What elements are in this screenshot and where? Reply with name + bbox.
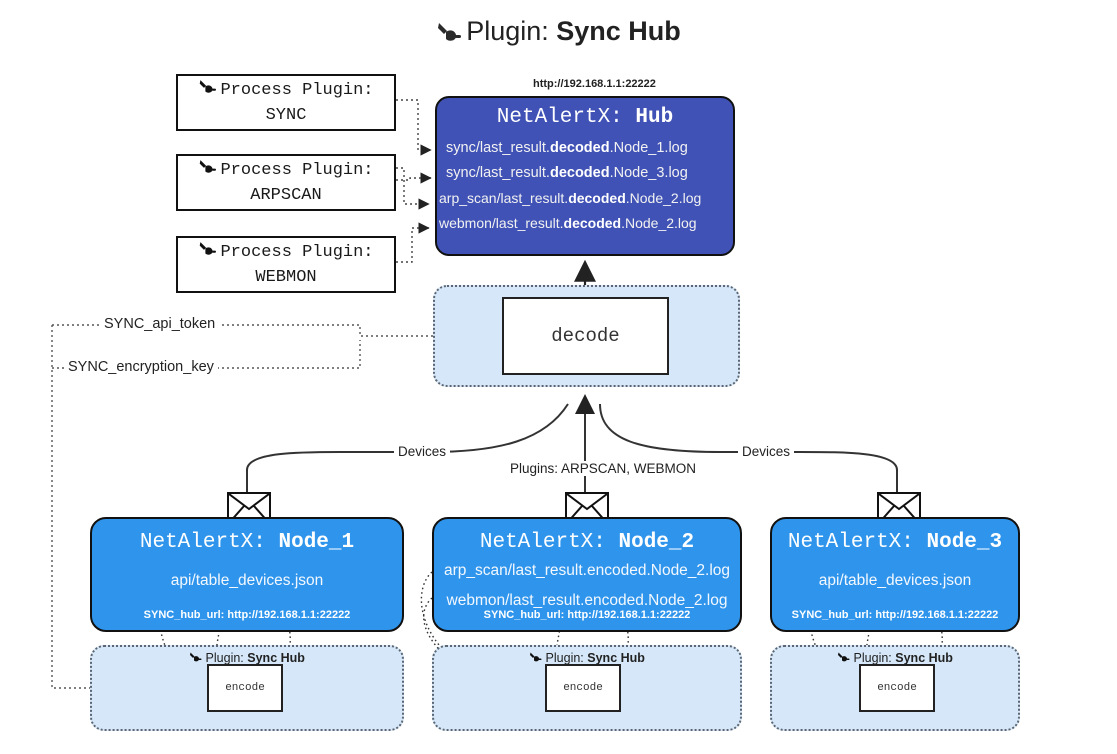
encode-box-node-3[interactable]: encode	[859, 664, 935, 712]
plug-icon	[198, 158, 217, 184]
process-plugin-label: Process Plugin:	[220, 160, 374, 180]
encode-plugin-title: Plugin: Sync Hub	[434, 651, 740, 665]
plug-icon	[198, 240, 217, 266]
node-header: NetAlertX: Node_1	[92, 531, 402, 554]
secret-label-api-token: SYNC_api_token	[100, 316, 220, 332]
node-hub-url: SYNC_hub_url: http://192.168.1.1:22222	[791, 609, 999, 621]
edge-label-plugins: Plugins: ARPSCAN, WEBMON	[506, 461, 701, 476]
hub-log-line: arp_scan/last_result.decoded.Node_2.log	[439, 190, 702, 206]
process-plugin-sync[interactable]: Process Plugin: SYNC	[176, 74, 396, 131]
plug-icon	[436, 20, 462, 51]
encode-plugin-prefix: Plugin:	[205, 651, 244, 665]
process-plugin-arpscan[interactable]: Process Plugin: ARPSCAN	[176, 154, 396, 211]
node-payload-line: api/table_devices.json	[818, 572, 972, 589]
encode-plugin-name: Sync Hub	[587, 651, 645, 665]
node-hub-url: SYNC_hub_url: http://192.168.1.1:22222	[143, 609, 351, 621]
plug-icon	[198, 78, 217, 104]
hub-header-name: Hub	[635, 106, 674, 129]
node-card-node-3[interactable]: NetAlertX: Node_3 api/table_devices.json…	[770, 517, 1020, 632]
hub-log-line: sync/last_result.decoded.Node_3.log	[446, 165, 688, 181]
plug-icon	[189, 651, 205, 665]
node-card-node-2[interactable]: NetAlertX: Node_2 arp_scan/last_result.e…	[432, 517, 742, 632]
node-header-name: Node_1	[278, 531, 355, 554]
process-plugin-label: Process Plugin:	[220, 80, 374, 100]
hub-header-prefix: NetAlertX:	[496, 106, 623, 129]
node-header-prefix: NetAlertX:	[479, 531, 606, 554]
decode-box[interactable]: decode	[502, 297, 669, 375]
node-payload-line: api/table_devices.json	[170, 572, 324, 589]
process-plugin-name: WEBMON	[255, 267, 317, 287]
node-header-name: Node_2	[618, 531, 695, 554]
node-header-name: Node_3	[926, 531, 1003, 554]
hub-log-line: webmon/last_result.decoded.Node_2.log	[439, 215, 697, 231]
hub-url-label: http://192.168.1.1:22222	[533, 78, 656, 90]
node-header: NetAlertX: Node_2	[434, 531, 740, 554]
hub-log-line: sync/last_result.decoded.Node_1.log	[446, 140, 688, 156]
hub-header: NetAlertX: Hub	[437, 106, 733, 129]
process-plugin-webmon[interactable]: Process Plugin: WEBMON	[176, 236, 396, 293]
node-payload-line: arp_scan/last_result.encoded.Node_2.log	[443, 562, 731, 579]
encode-plugin-title: Plugin: Sync Hub	[772, 651, 1018, 665]
node-payload-line: webmon/last_result.encoded.Node_2.log	[446, 592, 728, 609]
edge-label-devices-right: Devices	[738, 444, 795, 459]
encode-plugin-name: Sync Hub	[247, 651, 305, 665]
title-name: Sync Hub	[556, 16, 681, 46]
encode-plugin-prefix: Plugin:	[545, 651, 584, 665]
node-hub-url: SYNC_hub_url: http://192.168.1.1:22222	[483, 609, 691, 621]
node-header: NetAlertX: Node_3	[772, 531, 1018, 554]
secret-label-encryption-key: SYNC_encryption_key	[64, 359, 218, 375]
plug-icon	[529, 651, 545, 665]
plug-icon	[837, 651, 853, 665]
encode-box-node-1[interactable]: encode	[207, 664, 283, 712]
title-prefix: Plugin:	[466, 16, 549, 46]
process-plugin-label: Process Plugin:	[220, 242, 374, 262]
edge-label-devices-left: Devices	[394, 444, 451, 459]
node-header-prefix: NetAlertX:	[139, 531, 266, 554]
page-title: Plugin: Sync Hub	[0, 16, 1117, 51]
encode-plugin-prefix: Plugin:	[853, 651, 892, 665]
encode-plugin-title: Plugin: Sync Hub	[92, 651, 402, 665]
process-plugin-name: SYNC	[265, 105, 307, 125]
encode-plugin-name: Sync Hub	[895, 651, 953, 665]
process-plugin-name: ARPSCAN	[250, 185, 322, 205]
hub-card[interactable]: NetAlertX: Hub sync/last_result.decoded.…	[435, 96, 735, 256]
encode-box-node-2[interactable]: encode	[545, 664, 621, 712]
node-card-node-1[interactable]: NetAlertX: Node_1 api/table_devices.json…	[90, 517, 404, 632]
node-header-prefix: NetAlertX:	[787, 531, 914, 554]
